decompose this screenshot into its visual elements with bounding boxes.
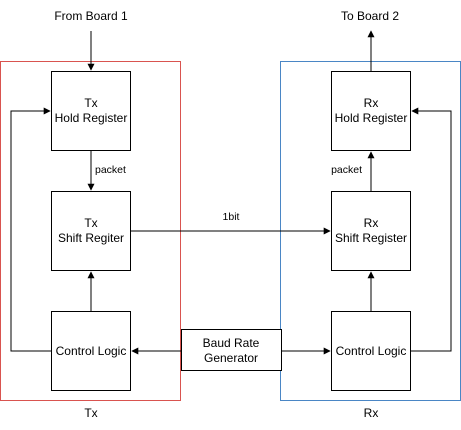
tx-shift-register-line1: Tx <box>84 216 97 230</box>
rx-control-logic-label: Control Logic <box>336 344 407 358</box>
tx-shift-register-line2: Shift Regiter <box>58 231 124 245</box>
tx-hold-register-line1: Tx <box>84 96 97 110</box>
rx-hold-register-line1: Rx <box>364 96 379 110</box>
tx-frame-label: Tx <box>84 406 97 420</box>
packet-label-tx: packet <box>95 164 126 176</box>
rx-frame-label: Rx <box>364 406 379 420</box>
rx-hold-register: Rx Hold Register <box>331 71 411 151</box>
rx-control-logic: Control Logic <box>331 311 411 391</box>
baud-rate-generator: Baud Rate Generator <box>181 329 282 371</box>
arrow-rx-control-feedback-to-hold <box>411 107 452 352</box>
tx-shift-register: Tx Shift Regiter <box>51 191 131 271</box>
tx-hold-register-line2: Hold Register <box>55 111 128 125</box>
arrow-tx-control-feedback-to-hold <box>10 107 51 352</box>
rx-shift-register-line1: Rx <box>364 216 379 230</box>
rx-shift-register: Rx Shift Register <box>331 191 411 271</box>
tx-hold-register: Tx Hold Register <box>51 71 131 151</box>
to-board-label: To Board 2 <box>341 9 399 23</box>
tx-control-logic-label: Control Logic <box>56 344 127 358</box>
from-board-label: From Board 1 <box>54 9 128 23</box>
one-bit-label: 1bit <box>223 211 240 223</box>
baud-rate-generator-line2: Generator <box>204 351 258 365</box>
baud-rate-generator-line1: Baud Rate <box>203 336 260 350</box>
tx-control-logic: Control Logic <box>51 311 131 391</box>
packet-label-rx: packet <box>331 164 362 176</box>
rx-shift-register-line2: Shift Register <box>335 231 407 245</box>
rx-hold-register-line2: Hold Register <box>335 111 408 125</box>
